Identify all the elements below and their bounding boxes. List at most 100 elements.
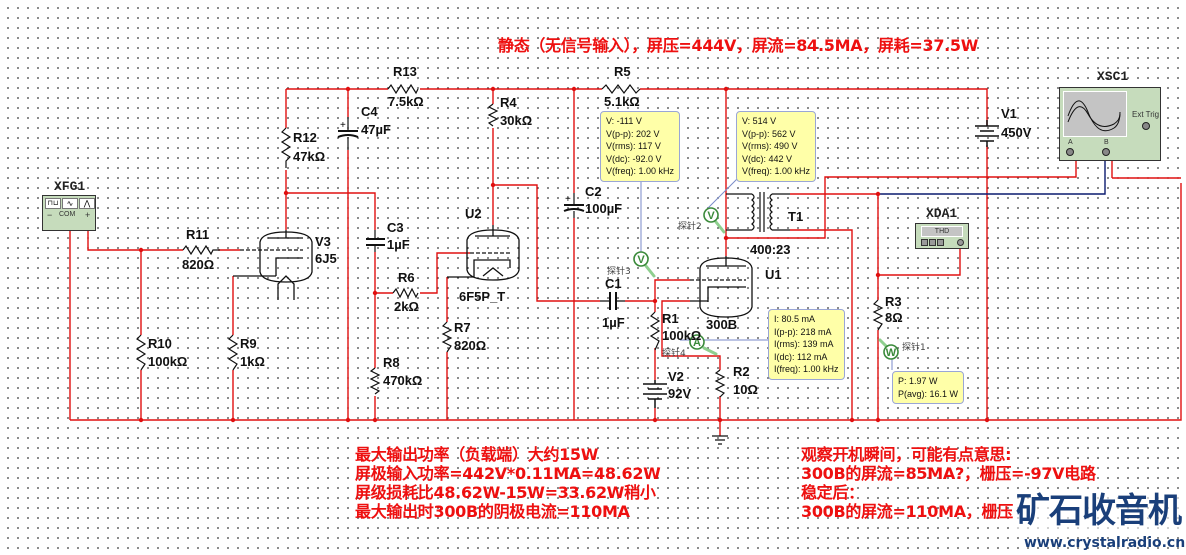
note-line: 稳定后： <box>801 483 864 502</box>
r8-value: 470kΩ <box>383 373 423 388</box>
xda1-input-terminal[interactable] <box>957 239 964 246</box>
r7-symbol <box>441 321 453 353</box>
v1-symbol <box>975 120 999 147</box>
probe1-reading: P: 1.97 W <box>898 376 938 386</box>
r6-value: 2kΩ <box>394 299 419 314</box>
r9-value: 1kΩ <box>240 354 265 369</box>
xda1-button-2[interactable] <box>929 239 936 246</box>
u2-value: 6F5P_T <box>459 289 506 304</box>
t1-transformer-symbol <box>726 192 790 232</box>
watermark-url: www.crystalradio.cn <box>1024 535 1186 551</box>
wire-u2-plate-to-c1 <box>493 184 655 302</box>
xda1-button-3[interactable] <box>937 239 944 246</box>
channel-b-terminal[interactable] <box>1102 148 1110 156</box>
r13-value: 7.5kΩ <box>388 94 424 109</box>
svg-text:V: V <box>707 210 715 222</box>
c4-value: 47µF <box>361 122 391 137</box>
r1-symbol <box>649 311 661 351</box>
xfg1-function-generator[interactable]: ⊓⊔ ∿ ⋀ − COM + <box>42 195 96 231</box>
note-line: 最大输出功率（负载端）大约15W <box>355 445 599 464</box>
r8-ref: R8 <box>383 355 400 370</box>
channel-a-terminal[interactable] <box>1066 148 1074 156</box>
probe2-readout: V: 514 V V(p-p): 562 V V(rms): 490 V V(d… <box>736 111 817 182</box>
wire-xsc-b <box>878 150 1106 195</box>
v3-tube-symbol <box>233 230 313 300</box>
r9-symbol <box>227 334 239 371</box>
note-line: 最大输出时300B的阴极电流=110MA <box>355 502 630 521</box>
xfg1-minus-terminal[interactable]: − <box>47 210 53 220</box>
r6-symbol <box>392 287 419 299</box>
probe3-voltage-icon[interactable]: V <box>633 251 649 267</box>
c1-ref: C1 <box>605 276 622 291</box>
c1-value: 1µF <box>602 315 625 330</box>
oscilloscope-screen <box>1063 91 1127 137</box>
r7-ref: R7 <box>454 320 471 335</box>
xda1-button-1[interactable] <box>921 239 928 246</box>
r13-ref: R13 <box>393 64 417 79</box>
probe1-power-icon[interactable]: W <box>883 344 899 360</box>
r3-symbol <box>872 299 884 331</box>
u2-ref: U2 <box>465 206 482 221</box>
watermark-logo: 矿石收音机 <box>1016 491 1182 531</box>
xda1-distortion-analyzer[interactable]: THD <box>915 223 969 249</box>
wire-t1-p2 <box>726 150 1077 239</box>
xsc1-ref: XSC1 <box>1097 69 1129 84</box>
static-operating-note: 静态（无信号输入），屏压=444V，屏流=84.5MA，屏耗=37.5W <box>498 36 979 55</box>
v3-ref: V3 <box>315 234 331 249</box>
wire-r6 <box>375 252 470 294</box>
r2-symbol <box>714 369 726 398</box>
probe3-reading: V: -111 V <box>606 116 642 126</box>
xsc1-oscilloscope[interactable]: Ext Trig A B <box>1059 87 1161 161</box>
c2-ref: C2 <box>585 184 602 199</box>
power-analysis-notes: 最大输出功率（负载端）大约15W 屏极输入功率=442V*0.11MA=48.6… <box>355 445 661 521</box>
xfg1-ref: XFG1 <box>54 179 86 194</box>
probe2-reading: V(p-p): 562 V <box>742 128 796 139</box>
xda1-ref: XDA1 <box>926 206 958 221</box>
v1-ref: V1 <box>1001 106 1017 121</box>
r11-value: 820Ω <box>182 257 215 272</box>
r4-value: 30kΩ <box>500 113 533 128</box>
r1-value: 100kΩ <box>662 328 702 343</box>
probe2-name: 探针2 <box>678 222 702 232</box>
r12-value: 47kΩ <box>293 149 326 164</box>
r11-ref: R11 <box>186 227 210 242</box>
r4-ref: R4 <box>500 95 517 110</box>
svg-text:W: W <box>886 347 897 359</box>
ext-trig-terminal[interactable] <box>1142 122 1150 130</box>
t1-ref: T1 <box>788 209 804 224</box>
r3-ref: R3 <box>885 294 902 309</box>
r7-value: 820Ω <box>454 338 487 353</box>
probe4-current-icon[interactable]: A <box>689 334 705 350</box>
wire-bplus-rail <box>286 88 988 126</box>
r12-ref: R12 <box>293 130 317 145</box>
v1-value: 450V <box>1001 125 1032 140</box>
xfg1-com-terminal[interactable]: COM <box>59 211 76 218</box>
probe2-voltage-icon[interactable]: V <box>703 207 719 223</box>
c3-ref: C3 <box>387 220 404 235</box>
r11-symbol <box>182 244 220 256</box>
ground-symbol <box>712 435 728 445</box>
probe4-reading: I(rms): 139 mA <box>774 339 834 349</box>
r6-ref: R6 <box>398 270 415 285</box>
startup-observation-notes: 观察开机瞬间，可能有点意思: 300B的屏流=85MA?，栅压=-97V电路 稳… <box>801 445 1096 521</box>
ext-trig-label: Ext Trig <box>1132 110 1160 119</box>
r2-ref: R2 <box>733 364 750 379</box>
channel-b-label: B <box>1104 139 1109 146</box>
thd-display: THD <box>921 226 963 237</box>
probe2-reading: V(rms): 490 V <box>742 141 798 151</box>
r13-symbol <box>387 83 419 95</box>
xfg1-plus-terminal[interactable]: + <box>85 210 91 220</box>
svg-text:V: V <box>637 254 645 266</box>
u1-tube-symbol <box>690 256 753 318</box>
svg-text:+: + <box>565 194 571 205</box>
note-line: 屏极输入功率=442V*0.11MA=48.62W <box>355 464 661 483</box>
wire-v3-plate <box>286 192 376 293</box>
c3-value: 1µF <box>387 237 410 252</box>
r8-symbol <box>369 367 381 395</box>
r3-value: 8Ω <box>885 310 903 325</box>
probe3-reading: V(rms): 117 V <box>606 141 661 151</box>
channel-a-label: A <box>1068 139 1073 146</box>
note-line: 300B的屏流=85MA?，栅压=-97V电路 <box>801 464 1096 483</box>
